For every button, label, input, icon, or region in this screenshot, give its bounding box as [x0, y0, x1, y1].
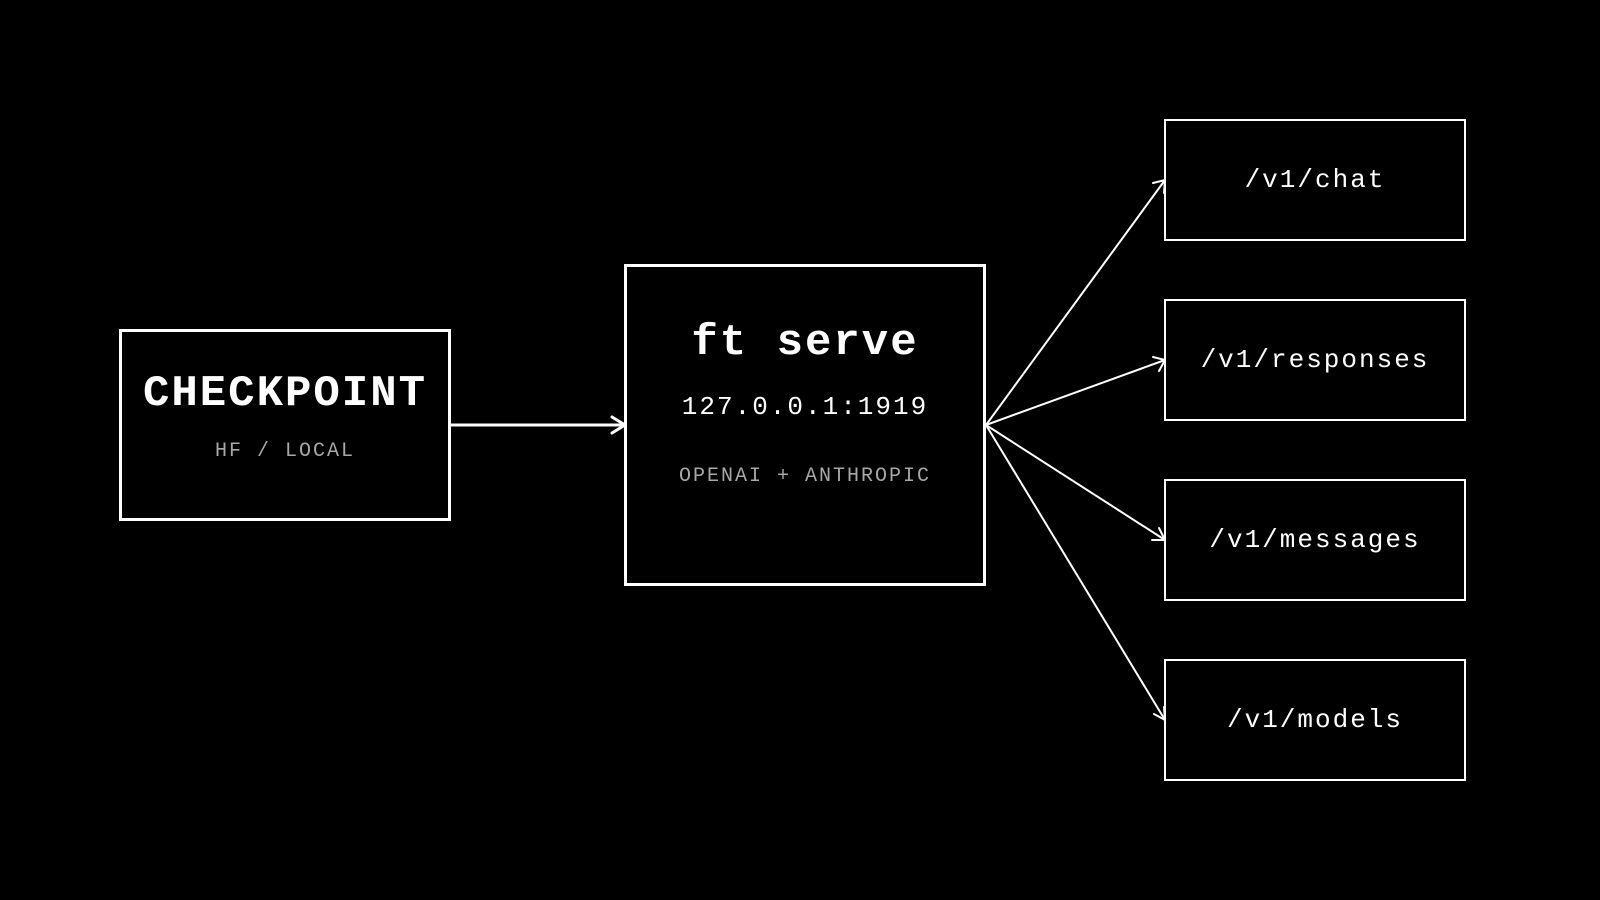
server-address: 127.0.0.1:1919 — [681, 392, 929, 422]
arrow-server-to-messages — [985, 424, 1166, 541]
endpoint-label: /v1/models — [1226, 705, 1404, 735]
endpoint-box-messages: /v1/messages — [1164, 479, 1466, 601]
checkpoint-title: CHECKPOINT — [142, 369, 428, 419]
server-title: ft serve — [691, 318, 919, 368]
endpoint-label: /v1/chat — [1244, 165, 1386, 195]
arrow-server-to-responses — [985, 359, 1166, 426]
endpoint-box-responses: /v1/responses — [1164, 299, 1466, 421]
arrow-server-to-chat — [985, 179, 1166, 426]
server-subtitle: OPENAI + ANTHROPIC — [678, 465, 932, 488]
endpoint-label: /v1/messages — [1209, 525, 1421, 555]
arrow-server-to-models — [985, 424, 1166, 721]
server-box: ft serve 127.0.0.1:1919 OPENAI + ANTHROP… — [624, 264, 986, 586]
checkpoint-box: CHECKPOINT HF / LOCAL — [119, 329, 451, 521]
endpoint-box-chat: /v1/chat — [1164, 119, 1466, 241]
endpoint-label: /v1/responses — [1200, 345, 1430, 375]
checkpoint-subtitle: HF / LOCAL — [214, 440, 356, 463]
endpoint-box-models: /v1/models — [1164, 659, 1466, 781]
